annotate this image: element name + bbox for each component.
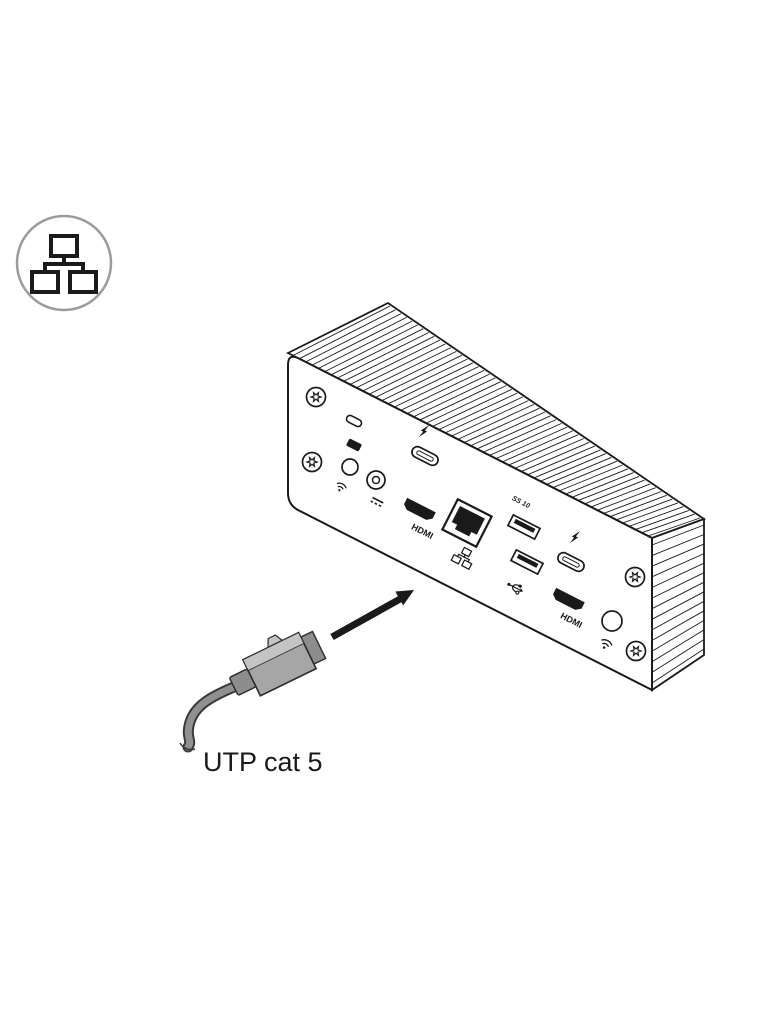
device-illustration: HDMI SS 10 HDMI [286, 301, 706, 692]
cable-body [184, 683, 238, 751]
ethernet-port [440, 497, 494, 549]
insert-arrow-icon [330, 590, 414, 641]
screw-icon [625, 640, 647, 662]
round-button [601, 610, 623, 632]
cable-cut-end [179, 742, 196, 751]
plug-body-top [242, 632, 305, 672]
screw-icon [305, 386, 327, 408]
screw-icon [301, 451, 323, 473]
ethernet-cable [179, 630, 327, 753]
rj45-plug [229, 630, 327, 697]
kensington-slot [345, 414, 363, 428]
network-legend-icon [15, 214, 113, 312]
side-fins [651, 524, 705, 684]
top-fins [291, 305, 701, 537]
kensington-lock-icon [346, 438, 362, 452]
screw-icon [624, 566, 646, 588]
dc-power-icon [370, 496, 384, 508]
power-button [341, 458, 359, 476]
dc-power-jack [366, 470, 386, 490]
cable-label: UTP cat 5 [203, 747, 323, 777]
